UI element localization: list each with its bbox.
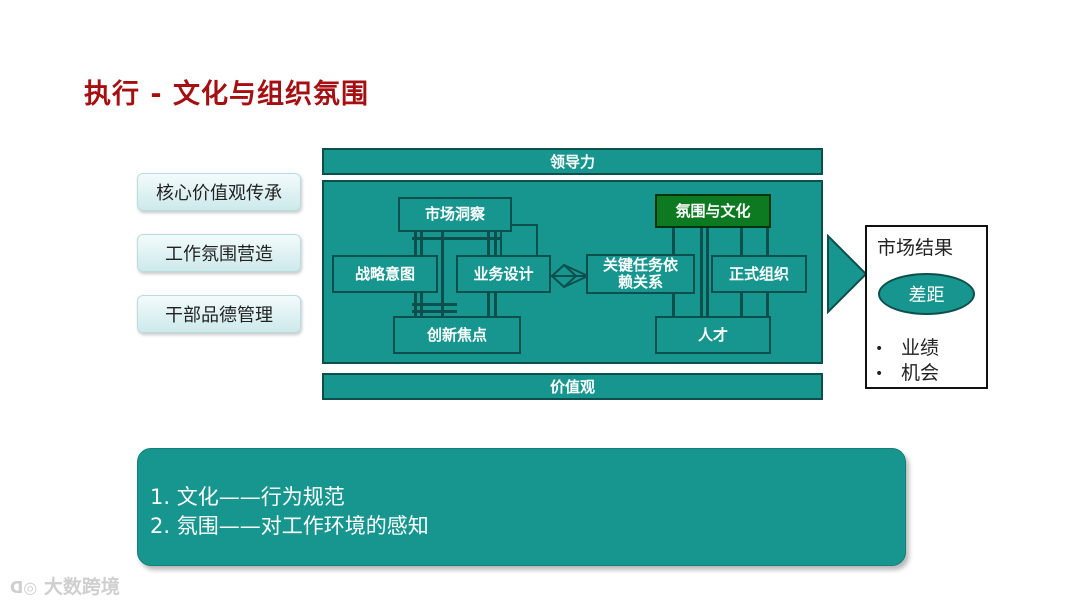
left-item-work-atmosphere: 工作氛围营造	[137, 234, 301, 272]
connector-line	[706, 222, 709, 318]
market-result-box: 市场结果 差距 • 业绩 • 机会	[865, 225, 988, 389]
result-bullet-opportunity: • 机会	[875, 358, 939, 385]
bullet-text: 业绩	[901, 337, 940, 359]
key-task-node: 关键任务依赖关系	[586, 254, 695, 294]
leadership-bar: 领导力	[322, 148, 823, 175]
left-item-core-values: 核心价值观传承	[137, 173, 301, 211]
connector-line	[412, 303, 457, 306]
definition-atmosphere: 2. 氛围——对工作环境的感知	[150, 514, 429, 538]
result-bullet-performance: • 业绩	[875, 333, 939, 360]
bidirectional-connector	[550, 263, 590, 289]
gap-ellipse: 差距	[878, 273, 975, 315]
model-container: 市场洞察 战略意图 业务设计 创新焦点 关键任务依赖关系 氛围与文化 正式组织 …	[322, 180, 823, 364]
definition-culture: 1. 文化——行为规范	[150, 485, 345, 509]
connector-line	[412, 310, 457, 313]
connector-line	[700, 222, 703, 318]
atmosphere-culture-node: 氛围与文化	[655, 194, 771, 228]
watermark-logo: ᗡ◎ 大数跨境	[10, 572, 120, 599]
values-bar: 价值观	[322, 373, 823, 400]
market-result-title: 市场结果	[877, 237, 954, 259]
output-arrow-icon	[827, 234, 868, 314]
definition-panel: 1. 文化——行为规范 2. 氛围——对工作环境的感知	[137, 448, 906, 566]
innovation-focus-node: 创新焦点	[393, 316, 521, 354]
formal-org-node: 正式组织	[711, 255, 807, 293]
strategic-intent-node: 战略意图	[332, 255, 438, 293]
connector-line	[412, 237, 502, 240]
market-insight-node: 市场洞察	[398, 197, 512, 232]
logo-icon: ᗡ◎	[10, 578, 38, 597]
bullet-icon: •	[875, 340, 884, 357]
talent-node: 人才	[655, 316, 771, 354]
page-title: 执行 - 文化与组织氛围	[84, 79, 370, 110]
bullet-text: 机会	[901, 362, 940, 384]
watermark-text: 大数跨境	[43, 576, 120, 598]
connector-line	[441, 230, 444, 320]
bullet-icon: •	[875, 365, 884, 382]
left-item-cadre-ethics: 干部品德管理	[137, 295, 301, 333]
business-design-node: 业务设计	[456, 255, 551, 293]
